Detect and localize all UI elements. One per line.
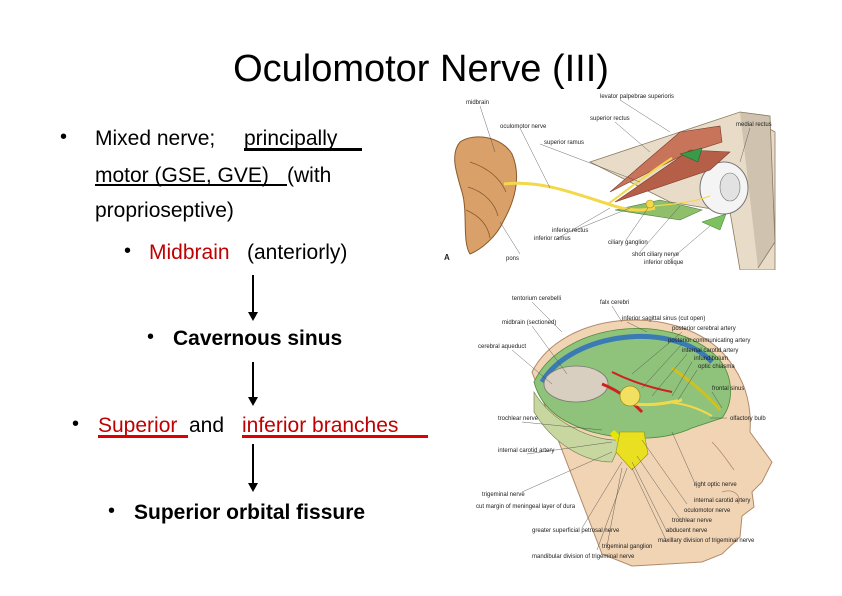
arrow-1-shaft [252, 275, 254, 313]
label-a-pons: pons [506, 256, 519, 262]
label-b-aqueduct: cerebral aqueduct [478, 344, 526, 350]
label-a-superior-ramus: superior ramus [544, 140, 584, 146]
label-a-inferior-rectus: inferior rectus [552, 228, 588, 234]
label-b-optic-chiasma: optic chiasma [698, 364, 735, 370]
arrow-1-head [248, 312, 258, 321]
label-b-frontal-sinus: frontal sinus [712, 386, 744, 392]
cavernous-sinus-label: Cavernous sinus [173, 327, 343, 350]
inferior-branches-label: inferior branches [242, 414, 399, 437]
figure-a-illustration: midbrain levator palpebrae superioris oc… [440, 92, 780, 270]
label-a-oculomotor: oculomotor nerve [500, 124, 547, 130]
label-b-right-optic: right optic nerve [694, 482, 737, 488]
arrow-2-head [248, 397, 258, 406]
label-b-abducent: abducent nerve [666, 528, 708, 534]
label-b-post-communicating: posterior communicating artery [668, 338, 750, 344]
label-b-inf-sagittal: inferior sagittal sinus (cut open) [622, 316, 705, 322]
label-a-inferior-ramus: inferior ramus [534, 236, 571, 242]
label-b-trigeminal: trigeminal nerve [482, 492, 525, 498]
bullet-4-marker: • [72, 413, 80, 435]
underline-inferior [242, 435, 428, 438]
figure-b-illustration: tentorium cerebelli falx cerebri inferio… [472, 292, 782, 572]
label-b-trochlear-2: trochlear nerve [672, 518, 713, 524]
anteriorly-label: (anteriorly) [247, 241, 348, 264]
label-a-medial-rectus: medial rectus [736, 122, 772, 128]
arrow-2-shaft [252, 362, 254, 399]
midbrain-label: Midbrain [149, 241, 230, 264]
arrow-3-shaft [252, 444, 254, 484]
underline-superior [98, 435, 188, 438]
label-b-petrosal: greater superficial petrosal nerve [532, 528, 620, 534]
label-b-int-carotid-3: internal carotid artery [694, 498, 750, 504]
slide-title: Oculomotor Nerve (III) [233, 48, 609, 90]
label-a-ciliary-ganglion: ciliary ganglion [608, 240, 648, 246]
and-label: and [189, 414, 225, 437]
label-b-int-carotid-1: internal carotid artery [682, 348, 738, 354]
bullet-1-marker: • [60, 126, 68, 148]
label-b-oculomotor: oculomotor nerve [684, 508, 731, 514]
superior-label: Superior [98, 414, 178, 437]
label-b-falx: falx cerebri [600, 300, 629, 306]
label-b-maxillary: maxillary division of trigeminal nerve [658, 538, 755, 544]
label-a-midbrain: midbrain [466, 100, 489, 106]
label-b-olfactory-bulb: olfactory bulb [730, 416, 766, 422]
bullet-5-marker: • [108, 500, 116, 522]
label-b-trochlear-1: trochlear nerve [498, 416, 539, 422]
bullet-1-text-a: Mixed nerve; [95, 127, 216, 150]
superior-orbital-fissure-label: Superior orbital fissure [134, 501, 366, 524]
bullet-2-marker: • [124, 240, 132, 262]
underline-motor [95, 184, 287, 186]
label-b-post-cerebral: posterior cerebral artery [672, 326, 736, 332]
bullet-3-marker: • [147, 326, 155, 348]
label-b-tentorium: tentorium cerebelli [512, 296, 561, 302]
bullet-1-underlined-2: motor (GSE, GVE) [95, 164, 269, 187]
label-b-midbrain: midbrain (sectioned) [502, 320, 556, 326]
label-b-trig-ganglion: trigeminal ganglion [602, 544, 652, 550]
label-b-cut-margin: cut margin of meningeal layer of dura [476, 504, 576, 510]
label-a-inferior-oblique: inferior oblique [644, 260, 684, 266]
bullet-1-text-c: proprioseptive) [95, 199, 234, 222]
label-b-mandibular: mandibular division of trigeminal nerve [532, 554, 635, 560]
label-a-superior-rectus: superior rectus [590, 116, 630, 122]
label-b-int-carotid-2: internal carotid artery [498, 448, 554, 454]
bullet-1-underlined-1: principally [244, 127, 338, 150]
panel-label-a: A [444, 253, 450, 262]
label-a-short-ciliary: short ciliary nerve [632, 252, 680, 258]
label-a-levator: levator palpebrae superioris [600, 94, 674, 100]
underline-principally [244, 148, 362, 151]
arrow-3-head [248, 483, 258, 492]
bullet-1-text-b: (with [287, 164, 332, 187]
label-b-infundibulum: infundibulum [694, 356, 728, 362]
